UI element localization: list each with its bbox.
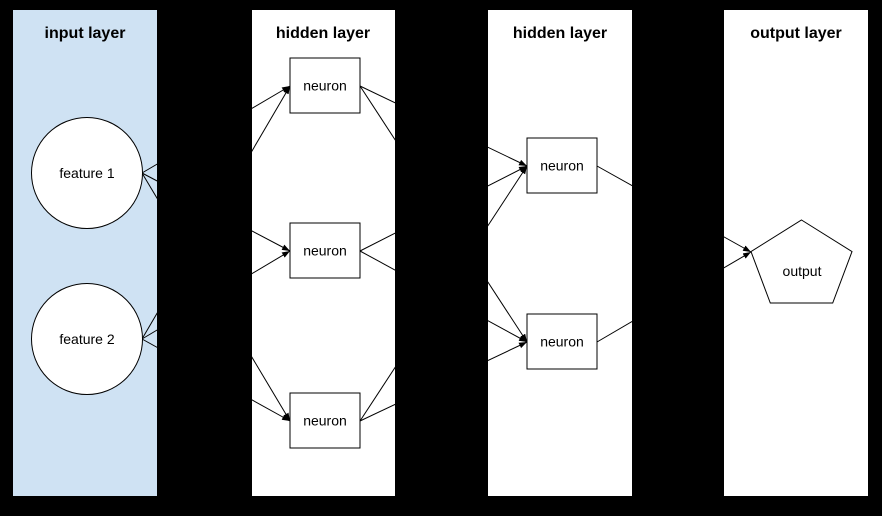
- h2-neuron-2-rect: [526, 313, 598, 370]
- input-layer-panel: [13, 10, 157, 496]
- h1-neuron-3-label: neuron: [303, 413, 347, 429]
- output-layer-title: output layer: [750, 25, 842, 42]
- h1-neuron-1-node: neuron: [289, 57, 361, 114]
- output-pentagon: [750, 219, 853, 304]
- h1-neuron-2-rect: [289, 222, 361, 279]
- edges: [141, 85, 752, 422]
- output-node: output: [750, 219, 853, 304]
- edge-feature-1-to-h1-neuron-1: [141, 85, 291, 174]
- edge-h1-neuron-3-to-h2-neuron-2: [359, 341, 528, 422]
- feature-2-node: feature 2: [31, 283, 143, 395]
- edge-h2-neuron-2-to-output: [596, 251, 752, 343]
- h1-neuron-2-label: neuron: [303, 243, 347, 259]
- edge-h1-neuron-3-to-h2-neuron-1: [359, 165, 528, 422]
- edge-h1-neuron-1-to-h2-neuron-1: [359, 85, 528, 167]
- h2-neuron-1-node: neuron: [526, 137, 598, 194]
- edge-h1-neuron-1-to-h2-neuron-2: [359, 85, 528, 343]
- h2-neuron-2-label: neuron: [540, 334, 584, 350]
- output-label: output: [783, 263, 822, 279]
- h2-neuron-2-node: neuron: [526, 313, 598, 370]
- edge-h1-neuron-2-to-h2-neuron-1: [359, 165, 528, 252]
- h1-neuron-2-node: neuron: [289, 222, 361, 279]
- feature-1-node: feature 1: [31, 117, 143, 229]
- h2-neuron-1-label: neuron: [540, 158, 584, 174]
- input-layer-title: input layer: [45, 25, 126, 42]
- feature-2-circle: [31, 283, 143, 395]
- edge-feature-2-to-h1-neuron-3: [141, 338, 291, 422]
- hidden-layer-2-panel: [488, 10, 632, 496]
- h1-neuron-1-label: neuron: [303, 78, 347, 94]
- feature-1-circle: [31, 117, 143, 229]
- edge-feature-2-to-h1-neuron-1: [141, 85, 291, 340]
- edge-feature-2-to-h1-neuron-2: [141, 250, 291, 340]
- edge-feature-1-to-h1-neuron-3: [141, 172, 291, 422]
- hidden-layer-2-title: hidden layer: [513, 25, 607, 42]
- edge-h2-neuron-1-to-output: [596, 165, 752, 253]
- feature-1-label: feature 1: [59, 165, 114, 181]
- layer-panels: [13, 10, 868, 496]
- feature-2-label: feature 2: [59, 331, 114, 347]
- edge-h1-neuron-2-to-h2-neuron-2: [359, 250, 528, 343]
- h1-neuron-3-node: neuron: [289, 392, 361, 449]
- hidden-layer-1-title: hidden layer: [276, 25, 370, 42]
- h1-neuron-3-rect: [289, 392, 361, 449]
- layer-titles: input layer hidden layer hidden layer ou…: [45, 25, 842, 42]
- h2-neuron-1-rect: [526, 137, 598, 194]
- h1-neuron-1-rect: [289, 57, 361, 114]
